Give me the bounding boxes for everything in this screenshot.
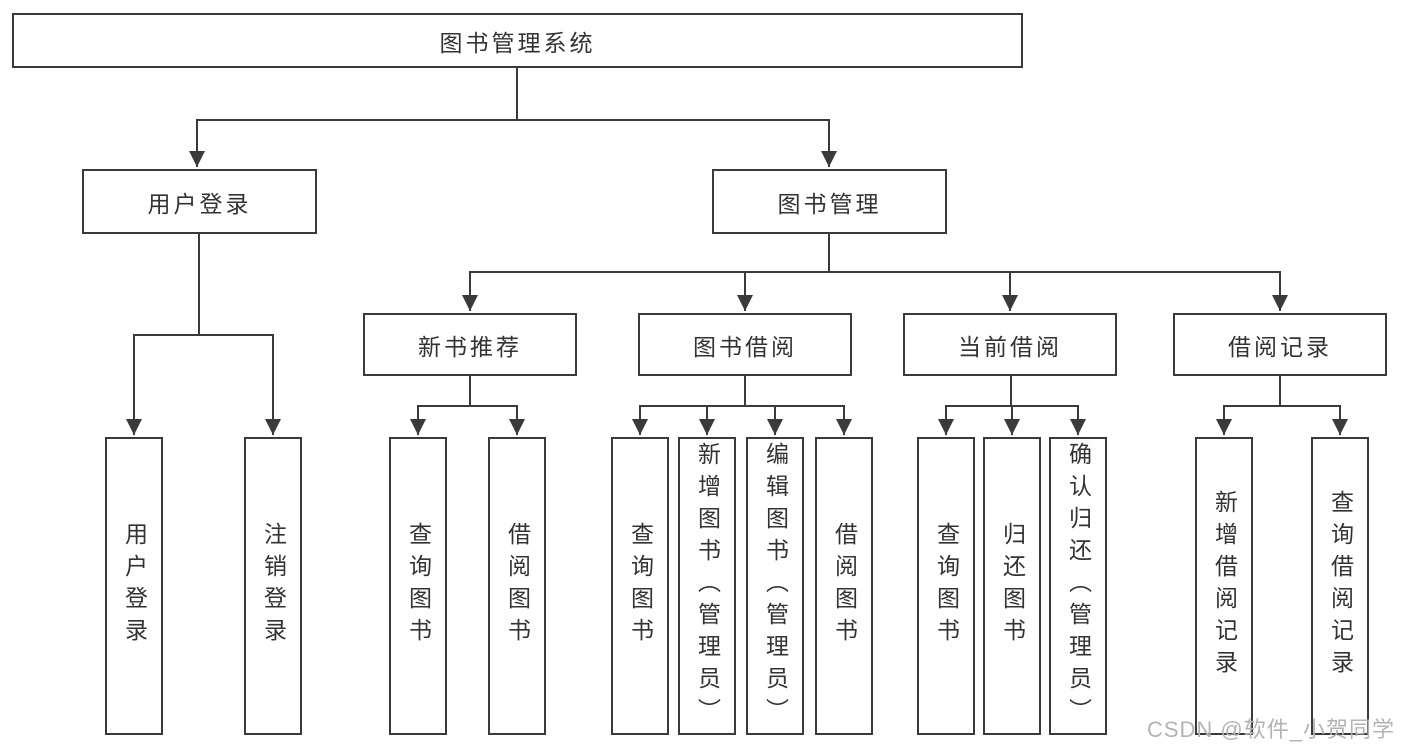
leaf-logout: 注销登录 <box>244 437 302 735</box>
leaf-user-login: 用户登录 <box>105 437 163 735</box>
leaf-borrow-borrow-books-label: 借阅图书 <box>831 522 858 650</box>
leaf-recommend-borrow-books: 借阅图书 <box>488 437 546 735</box>
leaf-recommend-borrow-books-label: 借阅图书 <box>504 522 531 650</box>
node-user-login-label: 用户登录 <box>147 190 252 217</box>
node-current-borrow: 当前借阅 <box>903 313 1117 376</box>
leaf-records-add-record: 新增借阅记录 <box>1195 437 1253 735</box>
leaf-borrow-edit-books-admin-label: 编辑图书（管理员） <box>762 442 789 730</box>
node-borrow-records: 借阅记录 <box>1173 313 1387 376</box>
leaf-records-query-record: 查询借阅记录 <box>1311 437 1369 735</box>
node-new-book-recommend: 新书推荐 <box>363 313 577 376</box>
leaf-recommend-query-books: 查询图书 <box>389 437 447 735</box>
node-user-login: 用户登录 <box>82 169 317 234</box>
leaf-current-query-books-label: 查询图书 <box>933 522 960 650</box>
node-book-borrow-label: 图书借阅 <box>693 333 797 360</box>
leaf-current-confirm-return-admin: 确认归还（管理员） <box>1049 437 1107 735</box>
leaf-borrow-add-books-admin-label: 新增图书（管理员） <box>694 442 721 730</box>
leaf-current-return-books-label: 归还图书 <box>999 522 1026 650</box>
leaf-borrow-borrow-books: 借阅图书 <box>815 437 873 735</box>
node-book-management-label: 图书管理 <box>777 190 882 217</box>
leaf-borrow-query-books: 查询图书 <box>611 437 669 735</box>
node-root-system: 图书管理系统 <box>12 13 1023 68</box>
node-current-borrow-label: 当前借阅 <box>958 333 1062 360</box>
leaf-current-query-books: 查询图书 <box>917 437 975 735</box>
leaf-records-add-record-label: 新增借阅记录 <box>1211 490 1238 682</box>
leaf-borrow-add-books-admin: 新增图书（管理员） <box>678 437 736 735</box>
leaf-user-login-label: 用户登录 <box>121 522 148 650</box>
leaf-borrow-edit-books-admin: 编辑图书（管理员） <box>746 437 804 735</box>
leaf-logout-label: 注销登录 <box>260 522 287 650</box>
leaf-current-return-books: 归还图书 <box>983 437 1041 735</box>
leaf-current-confirm-return-admin-label: 确认归还（管理员） <box>1065 442 1092 730</box>
node-book-borrow: 图书借阅 <box>638 313 852 376</box>
node-borrow-records-label: 借阅记录 <box>1228 333 1332 360</box>
leaf-borrow-query-books-label: 查询图书 <box>627 522 654 650</box>
leaf-recommend-query-books-label: 查询图书 <box>405 522 432 650</box>
node-book-management: 图书管理 <box>712 169 947 234</box>
node-root-label: 图书管理系统 <box>439 29 596 56</box>
node-new-book-recommend-label: 新书推荐 <box>418 333 522 360</box>
leaf-records-query-record-label: 查询借阅记录 <box>1327 490 1354 682</box>
